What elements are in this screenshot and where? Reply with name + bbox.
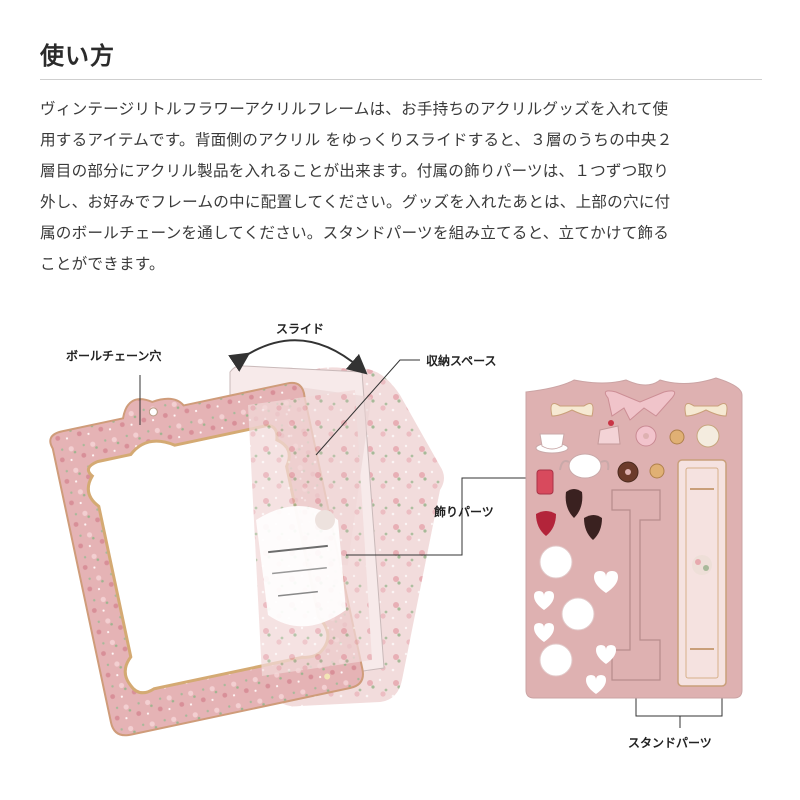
cookie-decor — [669, 429, 685, 445]
jam-jar-decor — [536, 469, 554, 495]
slide-label: スライド — [276, 322, 325, 336]
storage-space-label: 収納スペース — [426, 354, 497, 368]
slide-arrow — [228, 339, 368, 375]
lace-circle-decor — [539, 545, 595, 677]
stand-parts-bracket — [635, 686, 723, 717]
storage-space-leader — [315, 359, 420, 456]
description-line: 外し、お好みでフレームの中に配置してください。グッズを入れたあとは、上部の穴に付 — [40, 193, 671, 211]
description-line: 属のボールチェーンを通してください。スタンドパーツを組み立てると、立てかけて飾る — [40, 224, 670, 242]
decoration-leader-left — [346, 514, 463, 556]
description-line: ヴィンテージリトルフラワーアクリルフレームは、お手持ちのアクリルグッズを入れて使 — [40, 100, 669, 118]
cake-decor — [597, 425, 621, 445]
parts-sheet — [525, 377, 743, 699]
chain-hole-label: ボールチェーン穴 — [66, 349, 162, 363]
cookie-decor-2 — [649, 463, 665, 479]
inner-card — [248, 390, 372, 676]
description-line: ことができます。 — [40, 255, 165, 273]
round-cake-decor — [696, 424, 720, 448]
strawberry-decor — [536, 489, 602, 540]
description-line: 用するアイテムです。背面側のアクリル をゆっくりスライドすると、３層のうちの中央… — [40, 131, 673, 149]
bow-decor — [550, 390, 728, 421]
cherry-decor — [608, 420, 614, 426]
teacup-decor — [535, 433, 569, 454]
description-line: 層目の部分にアクリル製品を入れることが出来ます。付属の飾りパーツは、１つずつ取り — [40, 162, 670, 180]
teapot-decor — [559, 453, 610, 479]
page-title: 使い方 — [40, 42, 115, 70]
stand-parts-label: スタンドパーツ — [628, 736, 712, 750]
decoration-leader-right — [461, 477, 540, 514]
title-divider — [40, 79, 762, 80]
stand-piece-outline — [611, 489, 661, 681]
usage-description: ヴィンテージリトルフラワーアクリルフレームは、お手持ちのアクリルグッズを入れて使… — [40, 94, 765, 280]
heart-decor — [534, 571, 618, 694]
decoration-parts-label: 飾りパーツ — [434, 505, 494, 519]
product-illustration — [49, 339, 743, 737]
